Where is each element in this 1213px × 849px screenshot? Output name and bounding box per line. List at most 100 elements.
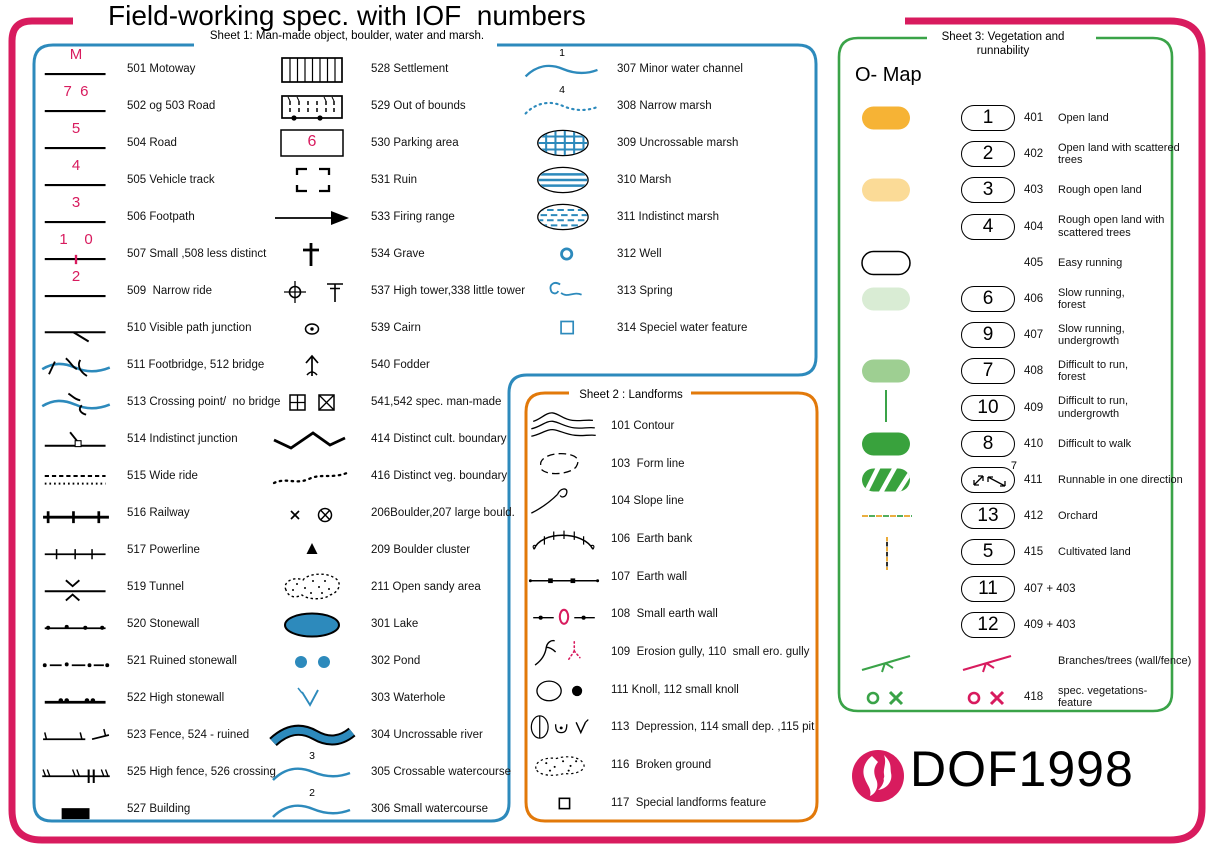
difficult-walk-swatch [862,432,910,456]
iof-code: 409 + 403 [1024,618,1076,631]
legend-label: 111 Knoll, 112 small knoll [611,683,739,696]
grave-symbol [301,241,321,267]
legend-item: 519 Tunnel [38,568,280,605]
legend-label: 514 Indistinct junction [127,432,238,445]
legend-label: 505 Vehicle track [127,173,215,186]
iof-code: 412 [1024,510,1044,523]
legend-item: 206Boulder,207 large bould. [266,494,525,531]
omap-label: O- Map [855,64,922,86]
legend-label: 539 Cairn [371,321,421,334]
iof-code: 405 [1024,256,1044,269]
legend-item: 528 Settlement [266,50,525,87]
legend-label: 301 Lake [371,617,419,630]
high-stonewall-symbol [43,696,107,704]
legend-label: 507 Small ,508 less distinct [127,247,267,260]
iof-code: 409 [1024,401,1044,414]
settlement-symbol [281,56,343,83]
footbridge-symbol [38,347,114,383]
legend-item: 304 Uncrossable river [266,716,525,753]
sheet2-title: Sheet 2 : Landforms [579,389,683,401]
boulder-symbols [290,507,333,522]
legend-item: 312 Well [520,235,747,272]
symbol-number: 4 [559,83,565,96]
knoll-symbol [536,680,583,702]
legend-label: 308 Narrow marsh [617,99,712,112]
legend-label: 101 Contour [611,419,675,432]
legend-label: 541,542 spec. man-made [371,395,502,408]
legend-item: 511 Footbridge, 512 bridge [38,346,280,383]
circle-cross-red-icon [967,690,1005,706]
legend-label: 501 Motoway [127,62,196,75]
legend-label: 521 Ruined stonewall [127,654,237,667]
legend-item: 527 Building [38,790,280,827]
legend-item: 534 Grave [266,235,525,272]
legend-item: 111 Knoll, 112 small knoll [522,671,814,709]
legend-label: 113 Depression, 114 small dep. ,115 pit [611,721,815,734]
map-code-pill: 2 [961,141,1015,168]
legend-item: 313 Spring [520,272,747,309]
symbol-number: 2 [71,267,81,285]
difficult-run-swatch [862,359,910,383]
railway-symbol [41,509,111,525]
legend-item: 103 Form line [522,445,814,483]
fodder-symbol [305,354,319,377]
orchard-swatch [861,515,913,518]
cultivated-land-swatch [886,536,888,571]
legend-label: 108 Small earth wall [611,608,718,621]
legend-label: 519 Tunnel [127,580,184,593]
well-symbol [560,246,574,261]
symbol-number: 1 0 [59,230,93,248]
form-line-symbol [539,452,579,474]
slow-running-swatch [862,287,910,311]
legend-item: 523 Fence, 524 - ruined [38,716,280,753]
legend-item: 531 Ruin [266,161,525,198]
legend-label: 522 High stonewall [127,691,225,704]
powerline-symbol [43,547,107,560]
legend-label: 303 Waterhole [371,691,446,704]
legend-label: 306 Small watercourse [371,802,488,815]
sheet1-title: Sheet 1: Man-made object, boulder, water… [209,30,485,42]
legend-item: 108 Small earth wall [522,595,814,633]
depression-symbol [530,715,589,740]
legend-label: 517 Powerline [127,543,200,556]
legend-label: 310 Marsh [617,173,672,186]
contour-symbol [530,412,597,437]
uncrossable-river-symbol [266,717,358,753]
legend-item: 414 Distinct cult. boundary [266,420,525,457]
iof-code: 407 [1024,329,1044,342]
legend-label: 211 Open sandy area [371,580,481,593]
iof-code: 402 [1024,148,1044,161]
legend-label: 116 Broken ground [611,759,712,772]
legend-label: 516 Railway [127,506,190,519]
legend-label: 309 Uncrossable marsh [617,136,739,149]
legend-item: 539 Cairn [266,309,525,346]
legend-item: 541,542 spec. man-made [266,383,525,420]
map-code-pill: 13 [961,503,1015,530]
legend-item: 113 Depression, 114 small dep. ,115 pit [522,709,814,747]
circle-cross-green-icon [866,690,904,706]
map-code-pill: 10 [961,394,1015,421]
symbol-number: 1 [559,46,565,59]
ruined-stonewall-symbol [41,661,111,668]
dof-figure-icon [852,750,904,802]
legend-label: 509 Narrow ride [127,284,213,297]
iof-code: 407 + 403 [1024,582,1076,595]
stonewall-symbol [43,623,107,631]
